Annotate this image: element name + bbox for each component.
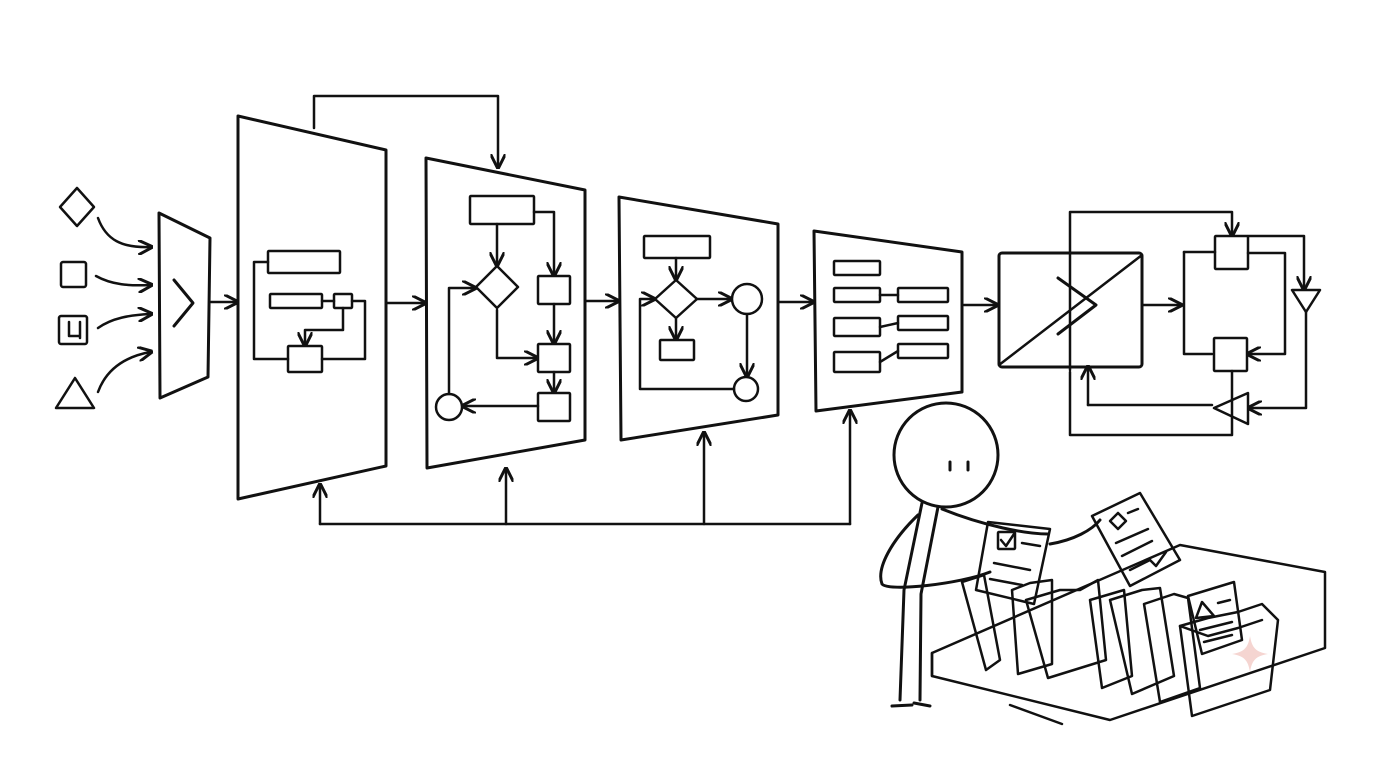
yellow-box-2 (536, 342, 572, 374)
triangle-input-icon (54, 376, 96, 410)
green-check-box (996, 530, 1017, 551)
left-leg-foot (890, 701, 932, 708)
review-document (1090, 491, 1182, 588)
folder-blue-1 (1010, 578, 1054, 676)
diamond-input-icon (58, 186, 96, 228)
red-end-circle (732, 375, 760, 403)
yellow-box-1 (536, 274, 572, 306)
white-box-small (332, 292, 354, 310)
left-arm (879, 513, 992, 589)
funnel-gate (157, 211, 212, 400)
orange-process-box (642, 234, 712, 260)
sort-bar-6 (896, 314, 950, 332)
red-down-triangle-icon (1290, 288, 1322, 314)
bottom-feedback-connector (320, 412, 850, 526)
checked-document (974, 520, 1052, 606)
sort-bar-2 (832, 286, 882, 304)
sorting-panel (812, 229, 964, 413)
sort-bar-4 (832, 350, 882, 374)
blue-decision-diamond (474, 264, 520, 310)
check-mark-icon (1148, 550, 1168, 568)
input-arrows (94, 216, 150, 394)
document-input-icon (57, 314, 89, 346)
sort-bar-5 (896, 286, 950, 304)
blue-process-box (468, 194, 536, 226)
check-icon (999, 532, 1016, 548)
stick-figure-filer (879, 401, 1102, 708)
green-triangle-icon (1194, 600, 1216, 620)
flowchart-panel-1 (424, 156, 587, 470)
folder-green (960, 573, 1002, 672)
green-head (892, 401, 1000, 509)
sort-bar-3 (832, 316, 882, 338)
white-box-mid (268, 292, 324, 310)
top-feedback-connector (312, 94, 498, 166)
documents (974, 491, 1244, 656)
white-box-bottom (286, 344, 324, 374)
folder-yellow-1 (1024, 578, 1108, 680)
orange-small-box (658, 338, 696, 362)
red-terminal-circle (434, 392, 464, 422)
blue-processing-panel (236, 114, 388, 501)
sort-bar-7 (896, 342, 950, 360)
yellow-box-3 (536, 391, 572, 423)
flowchart-panel-2 (617, 195, 780, 442)
square-input-icon (59, 260, 88, 289)
desk (930, 543, 1327, 726)
folder-orange (1142, 592, 1202, 704)
orange-circle (730, 282, 764, 316)
red-cycle-box-top (1213, 234, 1250, 271)
feedback-loop-cycle (1068, 210, 1322, 437)
right-arm (940, 507, 1050, 536)
folder-yellow-2 (1108, 586, 1176, 696)
input-shapes (54, 186, 96, 410)
green-diamond-icon (1108, 511, 1128, 531)
chevron-right-icon (172, 278, 195, 328)
triangle-document (1186, 580, 1244, 656)
document-glyph-icon (67, 320, 82, 340)
sparkle-icon (1232, 636, 1268, 672)
white-box-top (266, 249, 342, 275)
sort-bar-1 (832, 259, 882, 277)
orange-decision-diamond (653, 278, 699, 320)
torso (898, 501, 924, 702)
red-cycle-box-bottom (1212, 336, 1249, 373)
folder-blue-2 (1088, 588, 1134, 690)
